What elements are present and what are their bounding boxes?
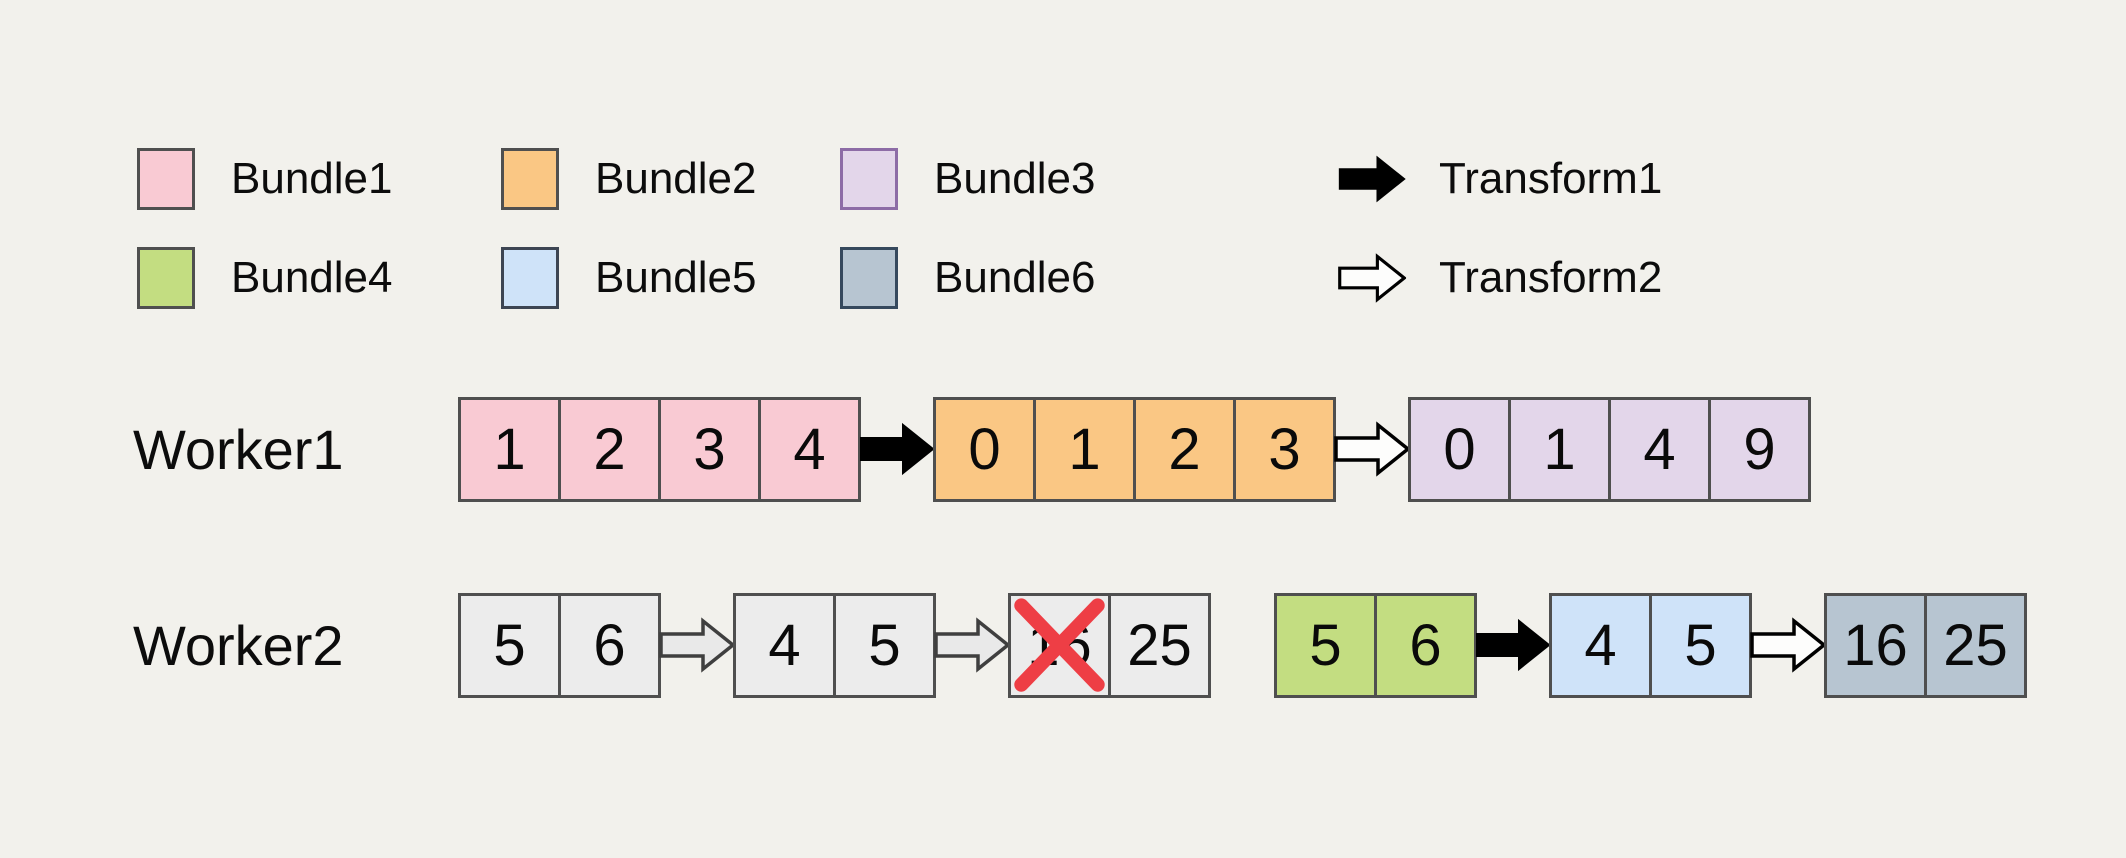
transform2-arrow-icon bbox=[1335, 252, 1409, 304]
legend-item-bundle4: Bundle4 bbox=[137, 247, 392, 309]
cell-value-crossed: 16 bbox=[1008, 593, 1111, 698]
worker1-label: Worker1 bbox=[133, 418, 344, 481]
cell-value: 2 bbox=[1133, 397, 1236, 502]
bundle5-swatch bbox=[501, 247, 559, 309]
cell-value: 4 bbox=[1549, 593, 1652, 698]
legend-item-bundle5: Bundle5 bbox=[501, 247, 756, 309]
cell-value: 5 bbox=[1649, 593, 1752, 698]
cell-value: 3 bbox=[1233, 397, 1336, 502]
cell-value: 4 bbox=[758, 397, 861, 502]
legend-label-bundle5: Bundle5 bbox=[595, 253, 757, 302]
worker1-bundle2-block: 0 1 2 3 bbox=[933, 397, 1336, 502]
cell-value: 1 bbox=[1033, 397, 1136, 502]
cell-value: 1 bbox=[458, 397, 561, 502]
red-cross-icon bbox=[1014, 598, 1105, 692]
worker2-bundle6-block: 16 25 bbox=[1824, 593, 2027, 698]
cell-value: 25 bbox=[1108, 593, 1211, 698]
worker2-bundle4-block: 5 6 bbox=[1274, 593, 1477, 698]
worker2-discarded-block-1: 5 6 bbox=[458, 593, 661, 698]
worker2-bundle5-block: 4 5 bbox=[1549, 593, 1752, 698]
bundle3-swatch bbox=[840, 148, 898, 210]
cell-value: 6 bbox=[558, 593, 661, 698]
cell-value: 4 bbox=[1608, 397, 1711, 502]
cell-value: 5 bbox=[833, 593, 936, 698]
legend-label-bundle2: Bundle2 bbox=[595, 154, 757, 203]
legend-item-transform2: Transform2 bbox=[1335, 247, 1662, 309]
cell-value: 0 bbox=[1408, 397, 1511, 502]
transform2-arrow-icon bbox=[1750, 616, 1826, 674]
legend-label-bundle4: Bundle4 bbox=[231, 253, 393, 302]
cell-value: 6 bbox=[1374, 593, 1477, 698]
transform1-arrow-icon bbox=[859, 420, 935, 478]
legend-item-bundle1: Bundle1 bbox=[137, 148, 392, 210]
transform1-arrow-icon bbox=[1335, 153, 1409, 205]
cell-value: 1 bbox=[1508, 397, 1611, 502]
cell-value: 0 bbox=[933, 397, 1036, 502]
discarded-arrow-icon bbox=[659, 616, 735, 674]
discarded-arrow-icon bbox=[934, 616, 1010, 674]
bundle4-swatch bbox=[137, 247, 195, 309]
legend-item-transform1: Transform1 bbox=[1335, 148, 1662, 210]
bundle2-swatch bbox=[501, 148, 559, 210]
cell-value: 5 bbox=[458, 593, 561, 698]
legend-label-transform2: Transform2 bbox=[1439, 253, 1663, 302]
cell-value: 25 bbox=[1924, 593, 2027, 698]
cell-value: 2 bbox=[558, 397, 661, 502]
legend-item-bundle6: Bundle6 bbox=[840, 247, 1095, 309]
bundle1-swatch bbox=[137, 148, 195, 210]
worker1-bundle1-block: 1 2 3 4 bbox=[458, 397, 861, 502]
worker1-bundle3-block: 0 1 4 9 bbox=[1408, 397, 1811, 502]
cell-value: 4 bbox=[733, 593, 836, 698]
legend-label-transform1: Transform1 bbox=[1439, 154, 1663, 203]
legend-item-bundle2: Bundle2 bbox=[501, 148, 756, 210]
worker2-discarded-block-2: 4 5 bbox=[733, 593, 936, 698]
worker2-label: Worker2 bbox=[133, 614, 344, 677]
transform1-arrow-icon bbox=[1475, 616, 1551, 674]
legend-label-bundle6: Bundle6 bbox=[934, 253, 1096, 302]
cell-value: 9 bbox=[1708, 397, 1811, 502]
legend-label-bundle3: Bundle3 bbox=[934, 154, 1096, 203]
worker2-discarded-block-3: 16 25 bbox=[1008, 593, 1211, 698]
cell-value: 16 bbox=[1824, 593, 1927, 698]
cell-value: 5 bbox=[1274, 593, 1377, 698]
bundle6-swatch bbox=[840, 247, 898, 309]
legend-label-bundle1: Bundle1 bbox=[231, 154, 393, 203]
transform2-arrow-icon bbox=[1334, 420, 1410, 478]
legend-item-bundle3: Bundle3 bbox=[840, 148, 1095, 210]
cell-value: 3 bbox=[658, 397, 761, 502]
